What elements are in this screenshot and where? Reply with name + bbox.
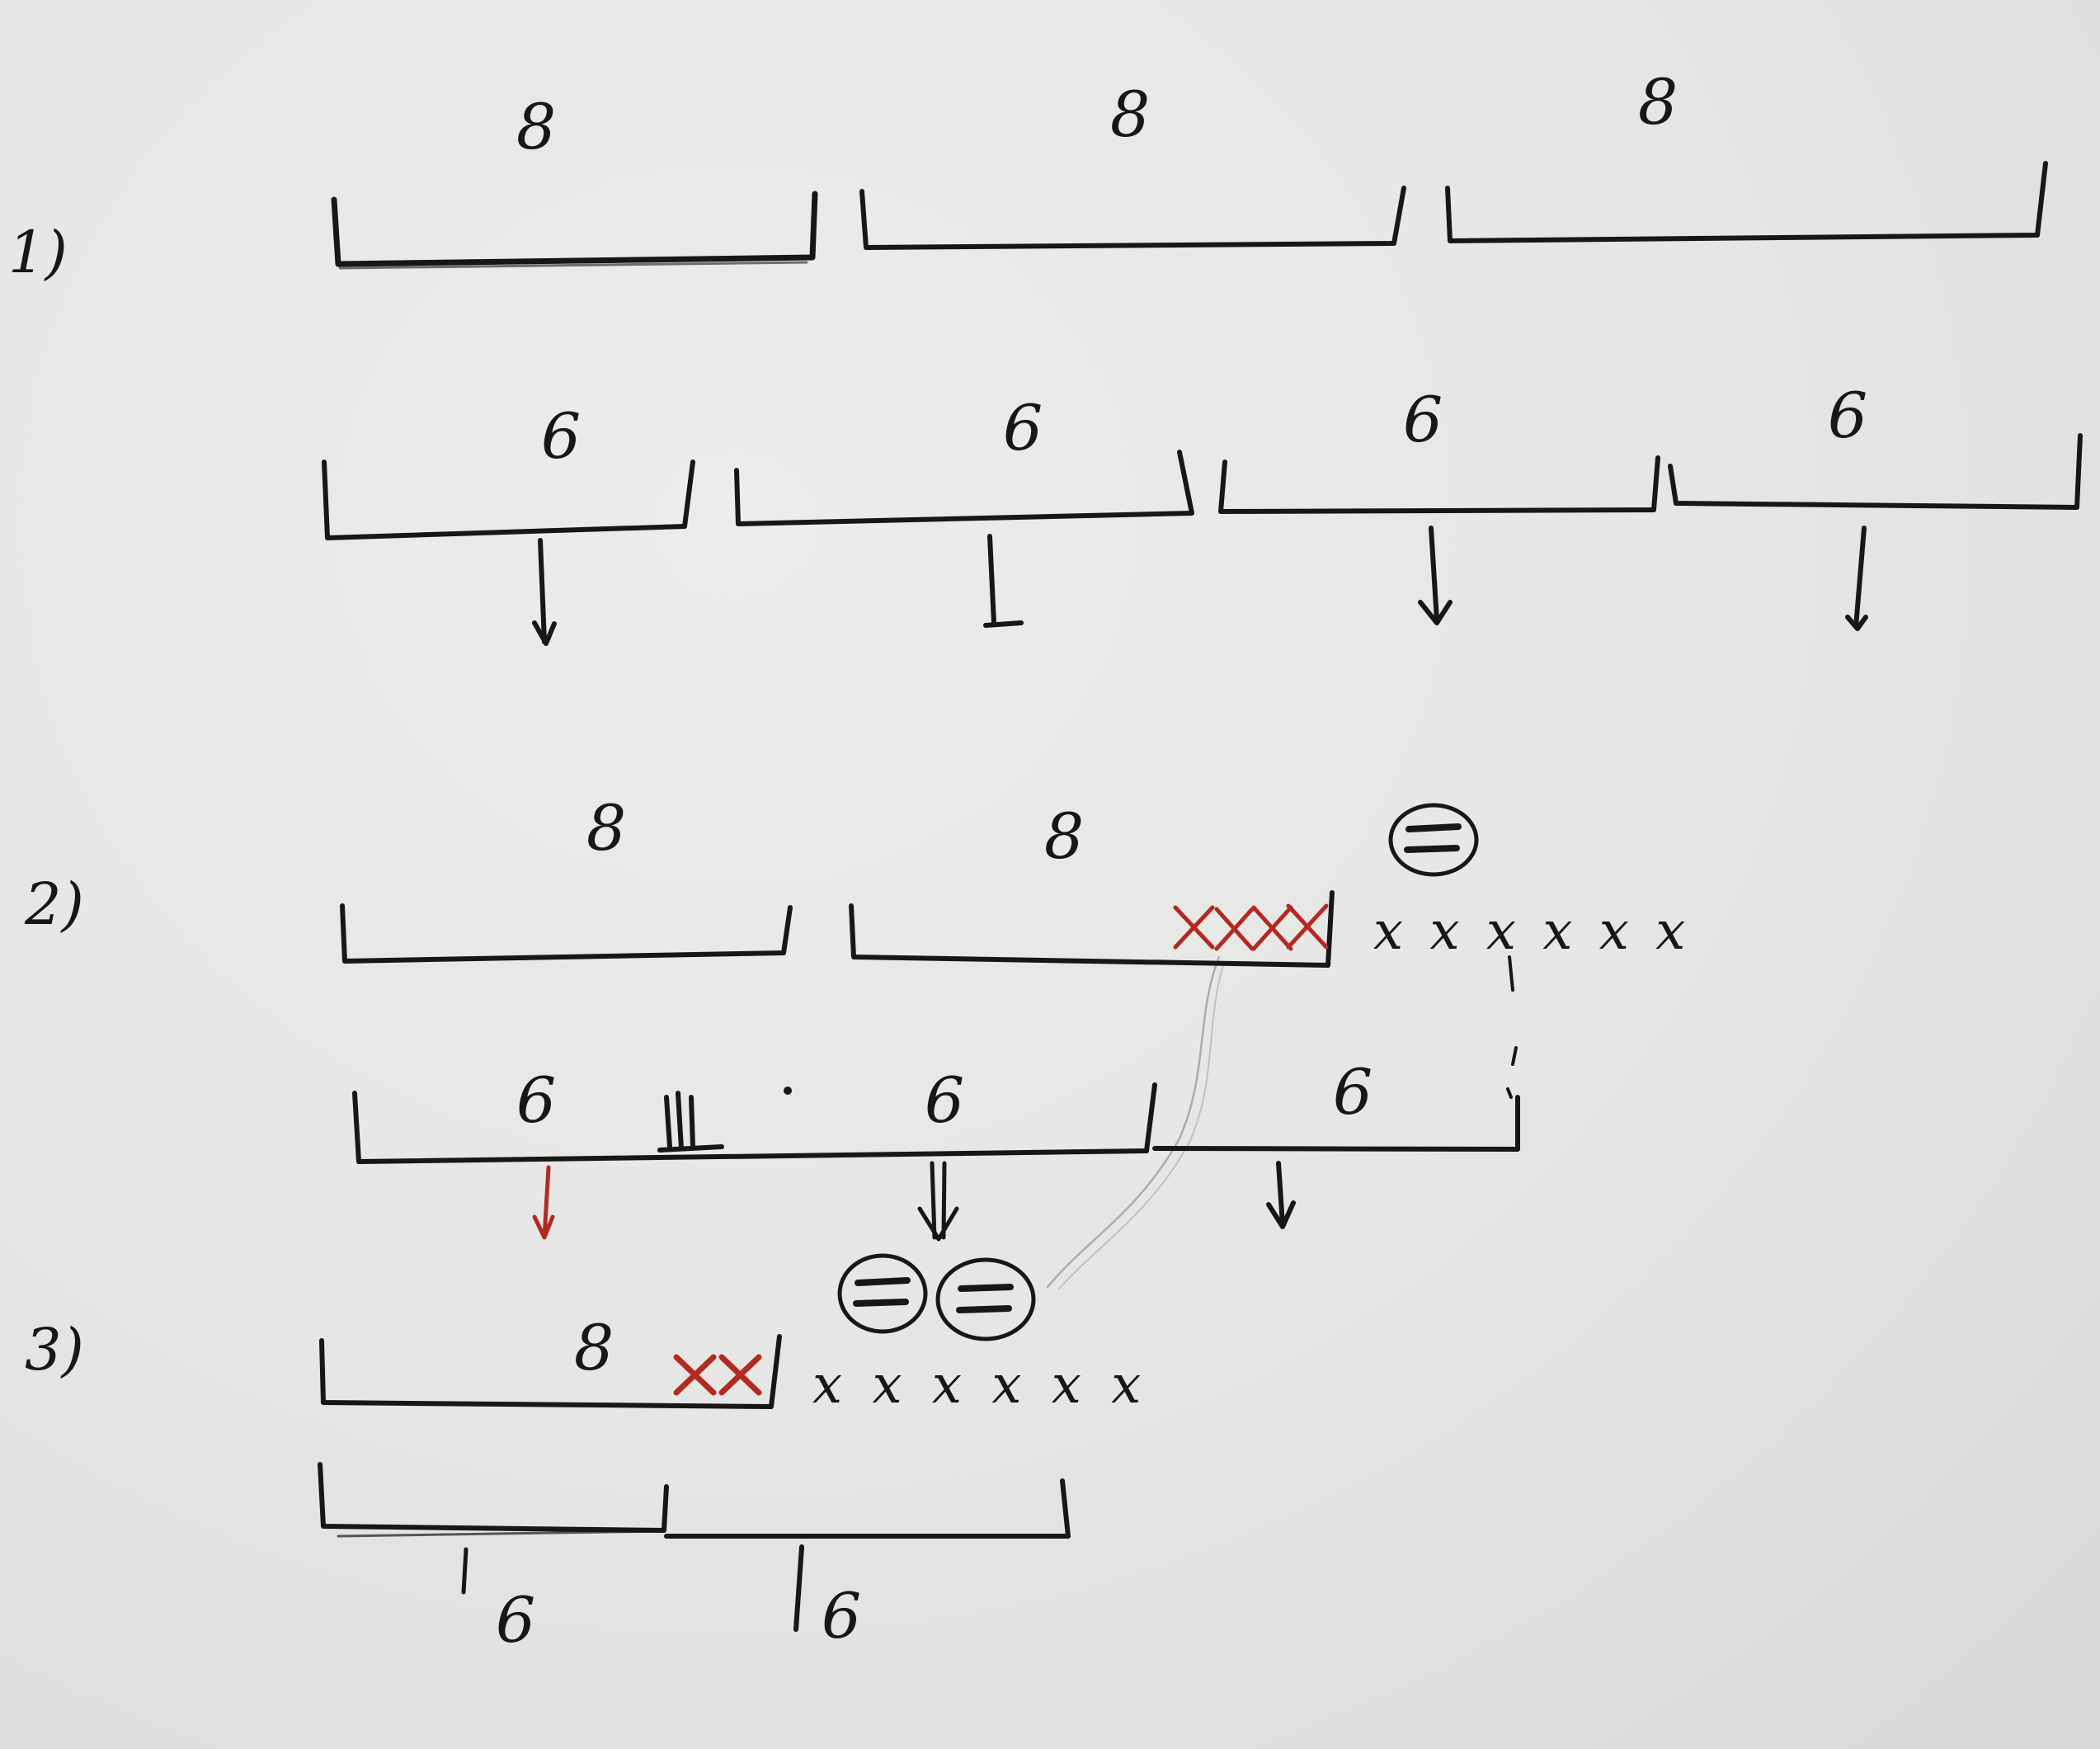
segment-size-label: 6 [541, 399, 581, 473]
equals-circle-icon [1388, 803, 1479, 877]
down-arrow-icon [532, 538, 557, 646]
down-arrow-icon [1418, 526, 1453, 625]
step-2-bottom-row: 6 6 6 [352, 1055, 1520, 1242]
dot-mark [784, 1087, 792, 1095]
segment-size-label: 6 [822, 1579, 861, 1652]
segment-bracket [352, 1082, 1157, 1164]
segment-bracket [322, 460, 695, 540]
segment-size-label: 8 [586, 791, 626, 865]
step-3-rows: 8 x x x x x x 6 6 [318, 1253, 1147, 1657]
segment-bracket [1152, 1095, 1520, 1152]
pencil-trace [1046, 955, 1221, 1289]
down-arrow-icon [1845, 526, 1868, 631]
step-1-bottom-row: 6 6 6 6 [322, 379, 2083, 646]
segment-size-label: 8 [574, 1311, 614, 1384]
segment-size-label: 6 [516, 1063, 556, 1137]
down-arrow-icon [461, 1547, 468, 1595]
segment-bracket [338, 261, 808, 270]
segment-size-label: 6 [1003, 391, 1043, 464]
step-label: 1) [8, 219, 68, 286]
segment-bracket [664, 1478, 1071, 1539]
step-label: 2) [24, 870, 84, 938]
double-down-arrow-icon [917, 1161, 959, 1242]
segment-bracket [337, 1530, 662, 1538]
segment-size-label: 6 [496, 1583, 535, 1657]
dotted-guide [1506, 955, 1518, 1099]
segment-bracket [1218, 455, 1660, 514]
down-arrow-icon [983, 534, 1024, 628]
segment-size-label: 6 [925, 1063, 964, 1137]
segment-bracket [340, 903, 793, 964]
segment-bracket [859, 186, 1406, 250]
overflow-marks: x x x x x x [812, 1355, 1147, 1416]
crossed-out-cells [1173, 903, 1329, 951]
equals-circle-icon [935, 1257, 1036, 1341]
segment-size-label: 6 [1828, 379, 1867, 452]
step-1-top-row: 8 8 8 [331, 65, 2048, 270]
step-label: 3) [25, 1316, 84, 1384]
crossed-out-cells [673, 1354, 762, 1396]
segment-size-label: 6 [1333, 1055, 1373, 1129]
segment-bracket [734, 450, 1194, 526]
segment-size-label: 8 [1044, 799, 1084, 873]
step-2-top-row: 8 8 x x x x x x [340, 791, 1690, 1099]
segment-bracket [849, 890, 1335, 968]
overflow-marks: x x x x x x [1373, 901, 1690, 962]
down-arrow-icon [1266, 1161, 1296, 1229]
segment-size-label: 8 [516, 90, 556, 163]
segment-bracket [657, 1091, 724, 1153]
segment-bracket [331, 191, 818, 267]
segment-bracket [1668, 433, 2083, 510]
segment-size-label: 6 [1403, 383, 1443, 456]
equals-circle-icon [837, 1253, 928, 1334]
segment-bracket [1445, 161, 2048, 243]
segment-bracket [319, 1334, 782, 1409]
red-down-arrow-icon [532, 1165, 555, 1240]
pencil-trace [1058, 964, 1224, 1289]
down-arrow-icon [793, 1544, 804, 1632]
segment-bracket [318, 1462, 669, 1533]
segment-size-label: 8 [1638, 65, 1678, 139]
segment-size-label: 8 [1110, 78, 1150, 151]
